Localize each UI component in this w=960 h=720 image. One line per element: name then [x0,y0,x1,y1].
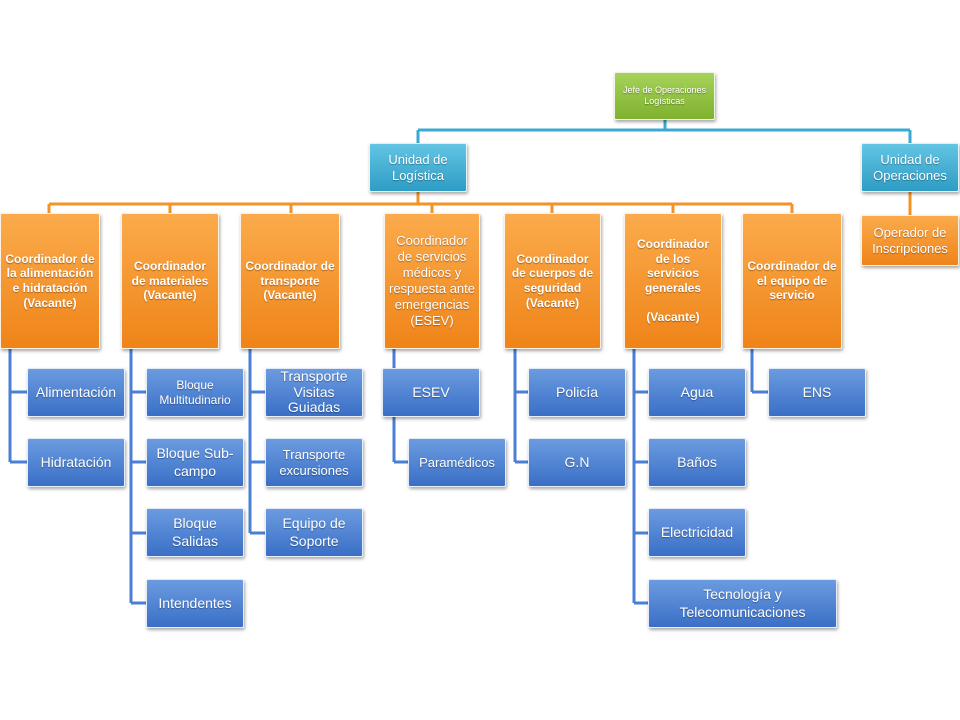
leaf-esev: ESEV [382,368,480,417]
leaf-intendentes: Intendentes [146,579,244,628]
leaf-bloque-sub-campo: Bloque Sub-campo [146,438,244,487]
leaf-electricidad: Electricidad [648,508,746,557]
operador-inscripciones: Operador de Inscripciones [861,215,959,266]
leaf-bloque-multitudinario: Bloque Multitudinario [146,368,244,417]
leaf-transporte-excursiones: Transporte excursiones [265,438,363,487]
leaf-policia: Policía [528,368,626,417]
coordinator-seguridad: Coordinador de cuerpos de seguridad (Vac… [504,213,601,349]
leaf-gn: G.N [528,438,626,487]
leaf-transporte-visitas: Transporte Visitas Guiadas [265,368,363,417]
leaf-alimentacion: Alimentación [27,368,125,417]
coordinator-materiales: Coordinador de materiales (Vacante) [121,213,219,349]
coordinator-equipo-servicio: Coordinador de el equipo de servicio [742,213,842,349]
coordinator-alimentacion: Coordinador de la alimentación e hidrata… [0,213,100,349]
leaf-banos: Baños [648,438,746,487]
leaf-equipo-soporte: Equipo de Soporte [265,508,363,557]
coordinator-transporte: Coordinador de transporte (Vacante) [240,213,340,349]
unit-logistica: Unidad de Logística [369,143,467,192]
unit-operaciones: Unidad de Operaciones [861,143,959,192]
leaf-ens: ENS [768,368,866,417]
root-node: Jefe de Operaciones Logísticas [614,72,715,120]
leaf-bloque-salidas: Bloque Salidas [146,508,244,557]
coordinator-servicios-generales: Coordinador de los servicios generales (… [624,213,722,349]
leaf-tecnologia: Tecnología y Telecomunicaciones [648,579,837,628]
coordinator-servicios-medicos: Coordinador de servicios médicos y respu… [384,213,480,349]
leaf-agua: Agua [648,368,746,417]
leaf-paramedicos: Paramédicos [408,438,506,487]
leaf-hidratacion: Hidratación [27,438,125,487]
